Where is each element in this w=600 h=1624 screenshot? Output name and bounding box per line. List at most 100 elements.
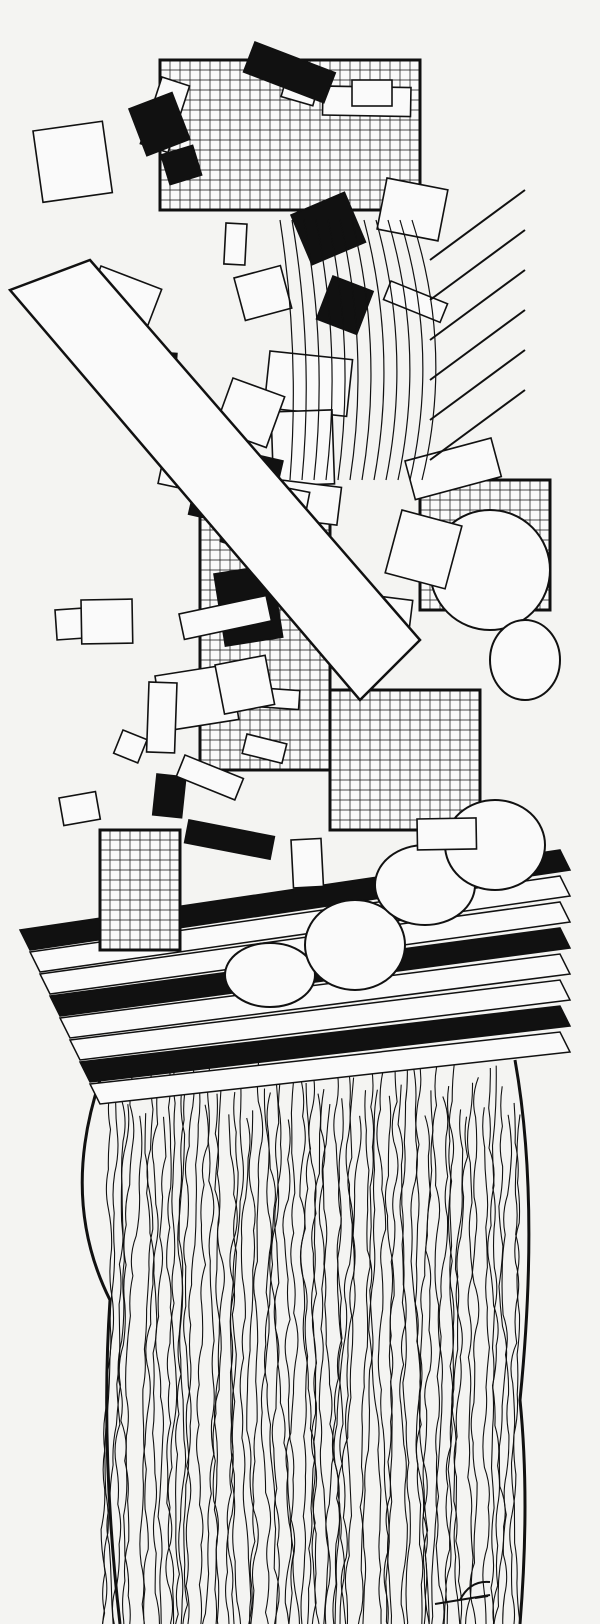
- tower-strand: [385, 1061, 399, 1624]
- building-block: [223, 222, 248, 266]
- tower-strand: [482, 1107, 490, 1624]
- tower-strand: [165, 1063, 176, 1624]
- building-block: [127, 91, 191, 157]
- tower-strand: [493, 1086, 508, 1624]
- tower-strand: [182, 1084, 201, 1624]
- tower-strand: [509, 1114, 521, 1624]
- tower-strand: [447, 1061, 463, 1624]
- tower-strand: [263, 1064, 283, 1624]
- tower-strand: [340, 1077, 356, 1624]
- building-block: [351, 79, 393, 107]
- architectural-blocks: [7, 40, 526, 889]
- sphere: [489, 619, 561, 701]
- building-block: [175, 753, 245, 801]
- hanging-strand: [279, 219, 294, 481]
- tower-strand: [106, 1064, 135, 1624]
- building-block: [242, 40, 337, 104]
- tower-strand: [239, 1117, 252, 1624]
- tower-strand: [487, 1065, 501, 1624]
- building-block: [382, 279, 449, 324]
- spike-rod: [429, 189, 526, 261]
- tower-strand: [229, 1081, 244, 1624]
- hanging-strand: [339, 219, 359, 481]
- building-block: [241, 733, 288, 765]
- tower-strand: [300, 1068, 316, 1624]
- tower-strand: [100, 1089, 115, 1624]
- building-block: [416, 817, 478, 851]
- tower-outline-right: [513, 1059, 531, 1624]
- tower-strand: [310, 1093, 322, 1624]
- main-diagonal-beam: [7, 258, 422, 702]
- slab: [68, 979, 572, 1061]
- tower-strand: [227, 1114, 238, 1624]
- spheres: [224, 509, 561, 1008]
- tower-strand: [501, 1114, 513, 1624]
- tower-strand: [117, 1100, 130, 1624]
- building-block: [112, 728, 149, 764]
- tower-strand: [357, 1090, 374, 1624]
- tower-strand: [285, 1073, 299, 1624]
- tower-strand: [333, 1064, 353, 1624]
- hanging-strand: [411, 219, 437, 481]
- tower-strands: [80, 1059, 531, 1624]
- building-block: [289, 191, 367, 266]
- tower-strand: [202, 1093, 225, 1624]
- tower-outline-left: [80, 1079, 122, 1624]
- tower-strand: [248, 1061, 264, 1624]
- tower-strand: [399, 1062, 411, 1624]
- tower-strand: [139, 1084, 159, 1624]
- spike-rod: [429, 389, 526, 461]
- sphere: [304, 899, 406, 991]
- tower-strand: [465, 1077, 479, 1624]
- tower-strand: [431, 1096, 449, 1624]
- tower-strand: [344, 1115, 362, 1624]
- tower-strand: [432, 1065, 445, 1624]
- building-block: [214, 654, 276, 716]
- building-block: [151, 773, 187, 819]
- building-block: [178, 594, 273, 641]
- tower-strand: [273, 1082, 293, 1624]
- hanging-strand: [399, 219, 424, 481]
- tower-strand: [359, 1066, 375, 1624]
- tower-strand: [183, 1066, 195, 1624]
- hanging-strand: [315, 219, 333, 481]
- hanging-strand: [327, 219, 346, 481]
- tower-strand: [142, 1069, 154, 1624]
- hanging-strand: [291, 219, 307, 481]
- tower-strand: [263, 1088, 280, 1624]
- building-block: [160, 144, 203, 186]
- tower-strand: [196, 1104, 209, 1624]
- tower-strand: [213, 1069, 224, 1624]
- hanging-strand: [363, 219, 385, 481]
- building-block: [404, 436, 503, 501]
- spike-rod: [429, 349, 526, 421]
- tower-strand: [299, 1076, 309, 1624]
- tower-strand: [123, 1115, 143, 1624]
- slab: [88, 1031, 572, 1105]
- spike-rod: [429, 229, 526, 301]
- building-block: [80, 598, 134, 645]
- tower-strand: [443, 1109, 464, 1624]
- tower-strand: [155, 1116, 167, 1624]
- hanging-strand: [375, 219, 398, 481]
- building-block: [384, 509, 463, 590]
- tower-strand: [178, 1079, 188, 1624]
- hanging-strand: [387, 219, 411, 481]
- slab: [78, 1005, 572, 1083]
- tower-strand: [510, 1102, 521, 1624]
- hanging-strand: [303, 219, 320, 481]
- tower-strand: [368, 1089, 382, 1624]
- tower-strand: [225, 1092, 239, 1624]
- building-block: [183, 819, 276, 861]
- building-block: [290, 837, 325, 889]
- sphere: [224, 942, 316, 1008]
- tower-strand: [415, 1115, 432, 1624]
- spike-rod: [429, 269, 526, 341]
- tower-strand: [318, 1089, 329, 1624]
- spike-rod: [429, 309, 526, 381]
- tower-strand: [246, 1110, 259, 1624]
- building-block: [145, 681, 178, 754]
- artist-signature: [434, 1580, 491, 1605]
- tower-strand: [397, 1084, 408, 1624]
